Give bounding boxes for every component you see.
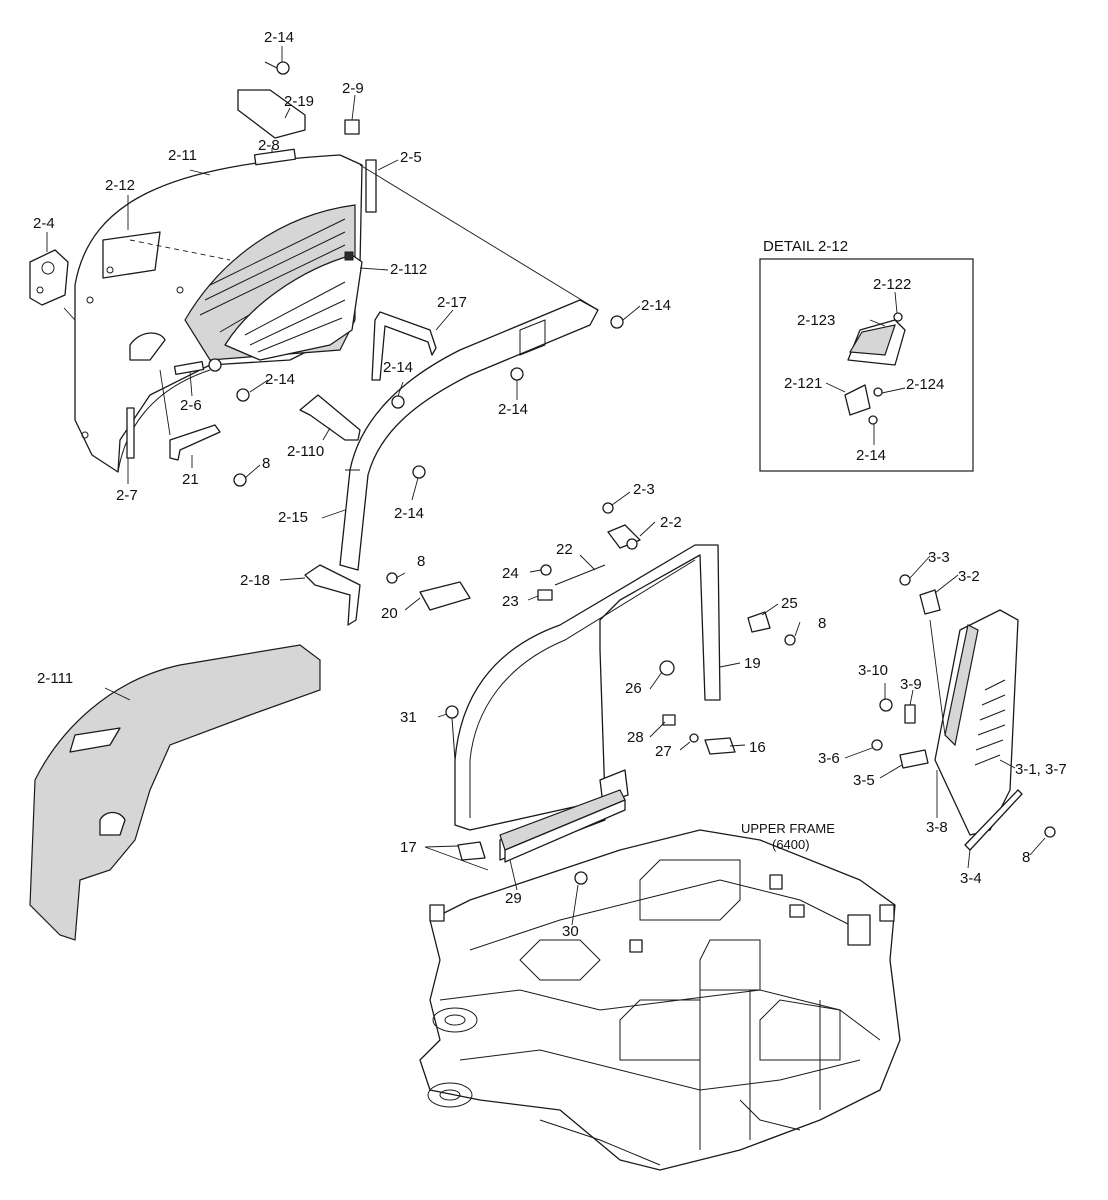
strip-2-8 (253, 148, 297, 166)
label-24: 24 (502, 565, 519, 582)
grille-2-112 (224, 251, 363, 361)
label-2-14-mid: 2-14 (383, 359, 413, 376)
door-hardware (871, 574, 1056, 838)
label-2-123: 2-123 (797, 312, 835, 329)
label-8-d: 8 (1022, 849, 1030, 866)
label-2-14-left: 2-14 (265, 371, 295, 388)
label-29: 29 (505, 890, 522, 907)
label-2-124: 2-124 (906, 376, 944, 393)
label-2-14-low: 2-14 (394, 505, 424, 522)
label-28: 28 (627, 729, 644, 746)
plate-20 (419, 581, 471, 611)
bracket-21 (169, 424, 221, 461)
latch-2-4 (29, 249, 69, 306)
label-2-5: 2-5 (400, 149, 422, 166)
label-16: 16 (749, 739, 766, 756)
label-2-112: 2-112 (390, 261, 427, 278)
bracket-2-17 (371, 311, 437, 381)
label-26: 26 (625, 680, 642, 697)
label-20: 20 (381, 605, 398, 622)
label-2-14-right: 2-14 (641, 297, 671, 314)
label-19: 19 (744, 655, 761, 672)
label-21: 21 (182, 471, 199, 488)
bracket-2-18 (304, 564, 361, 626)
label-2-6: 2-6 (180, 397, 202, 414)
rail-29 (499, 789, 626, 863)
label-2-2: 2-2 (660, 514, 682, 531)
label-3-1-3-7: 3-1, 3-7 (1015, 761, 1067, 778)
label-23: 23 (502, 593, 519, 610)
pad-2-9 (344, 119, 360, 135)
label-3-2: 3-2 (958, 568, 980, 585)
upper-frame-code: (6400) (772, 837, 810, 852)
detail-title: DETAIL 2-12 (763, 238, 848, 255)
label-3-6: 3-6 (818, 750, 840, 767)
callout-labels: 2-14 2-19 2-9 2-8 2-5 2-11 2-12 2-4 2-11… (33, 29, 1067, 940)
label-2-8: 2-8 (258, 137, 280, 154)
label-31: 31 (400, 709, 417, 726)
label-2-9: 2-9 (342, 80, 364, 97)
small-parts-center (386, 502, 796, 885)
label-8-c: 8 (818, 615, 826, 632)
label-2-122: 2-122 (873, 276, 911, 293)
label-2-121: 2-121 (784, 375, 822, 392)
strip-2-6 (173, 360, 205, 376)
side-door-3-1 (934, 609, 1023, 851)
label-2-15: 2-15 (278, 509, 308, 526)
label-2-11: 2-11 (168, 147, 197, 164)
label-2-19: 2-19 (284, 93, 314, 110)
label-30: 30 (562, 923, 579, 940)
label-2-4: 2-4 (33, 215, 55, 232)
detail-parts (844, 312, 906, 425)
label-27: 27 (655, 743, 672, 760)
detail-box (759, 258, 974, 472)
label-3-4: 3-4 (960, 870, 982, 887)
strip-2-5 (365, 159, 377, 213)
label-3-10: 3-10 (858, 662, 888, 679)
strip-2-7 (126, 407, 135, 459)
label-8-b: 8 (417, 553, 425, 570)
label-3-9: 3-9 (900, 676, 922, 693)
label-2-14-top: 2-14 (264, 29, 294, 46)
label-2-14-detail: 2-14 (856, 447, 886, 464)
label-2-14-midb: 2-14 (498, 401, 528, 418)
bolt-2-14-top (264, 61, 290, 75)
label-3-8: 3-8 (926, 819, 948, 836)
label-2-110: 2-110 (287, 443, 324, 460)
bracket-2-19 (237, 89, 306, 139)
label-2-7: 2-7 (116, 487, 138, 504)
bracket-2-110 (299, 394, 361, 441)
label-2-3: 2-3 (633, 481, 655, 498)
hinge-2-2 (607, 524, 641, 550)
label-22: 22 (556, 541, 573, 558)
label-2-12: 2-12 (105, 177, 135, 194)
label-3-5: 3-5 (853, 772, 875, 789)
label-17: 17 (400, 839, 417, 856)
label-2-18: 2-18 (240, 572, 270, 589)
upper-frame (419, 829, 901, 1171)
upper-frame-label: UPPER FRAME (741, 821, 835, 836)
leader-lines (46, 46, 1046, 926)
label-2-111: 2-111 (37, 670, 73, 687)
rod-22 (554, 564, 606, 586)
bolts-group-left (208, 315, 624, 487)
insulation-2-111 (29, 644, 321, 941)
label-8-a: 8 (262, 455, 270, 472)
label-3-3: 3-3 (928, 549, 950, 566)
label-25: 25 (781, 595, 798, 612)
label-2-17: 2-17 (437, 294, 467, 311)
